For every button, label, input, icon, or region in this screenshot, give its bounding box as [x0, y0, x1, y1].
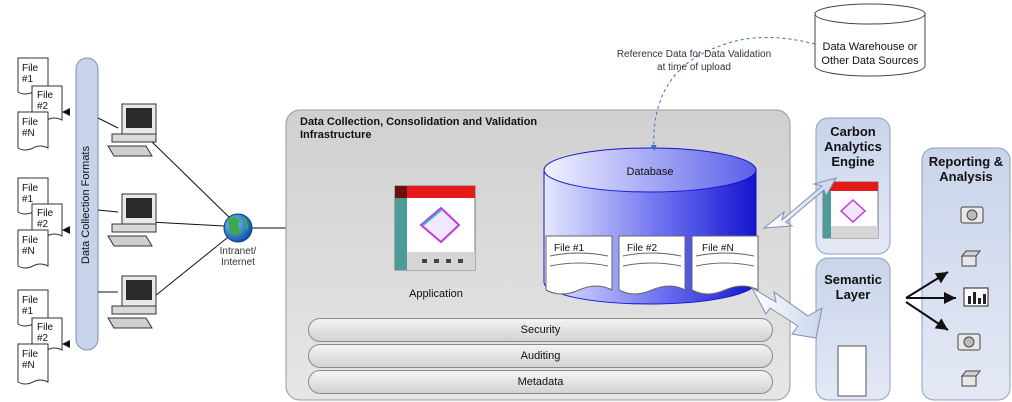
box-report-icon	[960, 250, 982, 267]
network-label: Intranet/ Internet	[219, 246, 257, 268]
reporting-panel	[921, 147, 1011, 401]
file-1-label: File #1	[22, 63, 39, 85]
file-1-label: File #1	[22, 183, 39, 205]
computer-icon-2	[107, 193, 157, 247]
warehouse-label: Data Warehouse or Other Data Sources	[821, 41, 919, 67]
globe-icon	[223, 213, 253, 243]
disk-report-icon	[960, 206, 984, 224]
security-bar: Security	[308, 318, 773, 342]
file-2-label: File #2	[37, 208, 54, 230]
carbon-engine-title: Carbon Analytics Engine	[824, 124, 882, 169]
application-label: Application	[409, 288, 463, 300]
formats-pillar	[75, 57, 99, 351]
file-2-label: File #2	[37, 90, 54, 112]
db-file-n-label: File #N	[702, 243, 734, 254]
file-2-label: File #2	[37, 322, 54, 344]
file-n-label: File #N	[22, 235, 39, 257]
database-label: Database	[626, 166, 674, 178]
infrastructure-title: Data Collection, Consolidation and Valid…	[300, 116, 538, 141]
chart-report-icon	[963, 287, 989, 307]
computer-icon-3	[107, 275, 157, 329]
reporting-title: Reporting & Analysis	[928, 154, 1004, 184]
metadata-bar: Metadata	[308, 370, 773, 394]
disk-report-icon-2	[957, 333, 981, 351]
db-file-2-label: File #2	[627, 243, 658, 254]
warehouse-cylinder	[814, 3, 926, 77]
computer-icon-1	[107, 103, 157, 157]
file-1-label: File #1	[22, 295, 39, 317]
engine-app-icon	[822, 181, 879, 239]
file-n-label: File #N	[22, 117, 39, 139]
box-report-icon-2	[960, 370, 982, 387]
report-arrows	[905, 271, 956, 331]
db-file-1-label: File #1	[554, 243, 585, 254]
engine-double-arrow	[762, 177, 838, 229]
source-file-shapes	[17, 57, 63, 385]
application-icon	[394, 185, 476, 271]
file-arrow-tips	[62, 108, 70, 348]
semantic-arrow	[750, 286, 823, 339]
formats-label: Data Collection Formats	[80, 146, 92, 264]
auditing-bar: Auditing	[308, 344, 773, 368]
db-file-shapes	[545, 235, 759, 295]
file-n-label: File #N	[22, 349, 39, 371]
reference-dashed-arrow	[650, 37, 816, 151]
semantic-doc-icon	[837, 345, 867, 397]
reference-note: Reference Data for Data Validation at ti…	[616, 49, 772, 73]
semantic-layer-title: Semantic Layer	[824, 272, 882, 302]
